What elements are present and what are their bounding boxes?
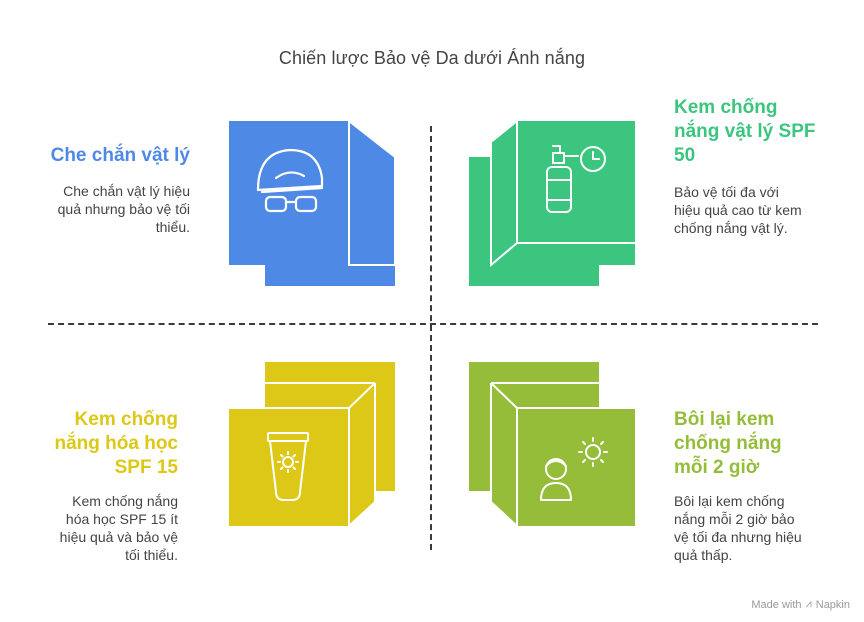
heading-physical-sunscreen: Kem chống nắng vật lý SPF 50 [674,97,816,166]
box-bottom-left [228,362,395,527]
desc-physical-sunscreen: Bảo vệ tối đa với hiệu quả cao từ kem ch… [674,184,802,236]
made-with-label: Made with [751,598,802,611]
hat-sunglasses-icon [256,148,324,213]
heading-physical-barrier: Che chắn vật lý [50,145,190,166]
vertical-divider [430,126,432,550]
desc-reapply: Bôi lại kem chống nắng mỗi 2 giờ bảo vệ … [674,493,802,563]
desc-physical-barrier: Che chắn vật lý hiệu quả nhưng bảo vệ tố… [57,183,190,235]
page-title: Chiến lược Bảo vệ Da dưới Ánh nắng [278,48,586,68]
heading-reapply: Bôi lại kem chống nắng mỗi 2 giờ [674,409,782,478]
desc-chemical-sunscreen: Kem chống nắng hóa học SPF 15 ít hiệu qu… [59,493,178,563]
napkin-logo-icon: ⩘ [805,598,812,610]
napkin-attribution[interactable]: Made with ⩘ Napkin [751,598,850,611]
heading-chemical-sunscreen: Kem chống nắng hóa học SPF 15 [54,409,179,478]
box-top-left [229,120,396,286]
person-sun-icon [540,437,608,501]
horizontal-divider [48,323,818,325]
box-top-right [469,120,635,286]
napkin-brand: Napkin [815,598,850,611]
box-bottom-right [469,362,636,527]
spray-bottle-clock-icon [546,145,606,213]
sunscreen-tube-icon [267,432,309,501]
